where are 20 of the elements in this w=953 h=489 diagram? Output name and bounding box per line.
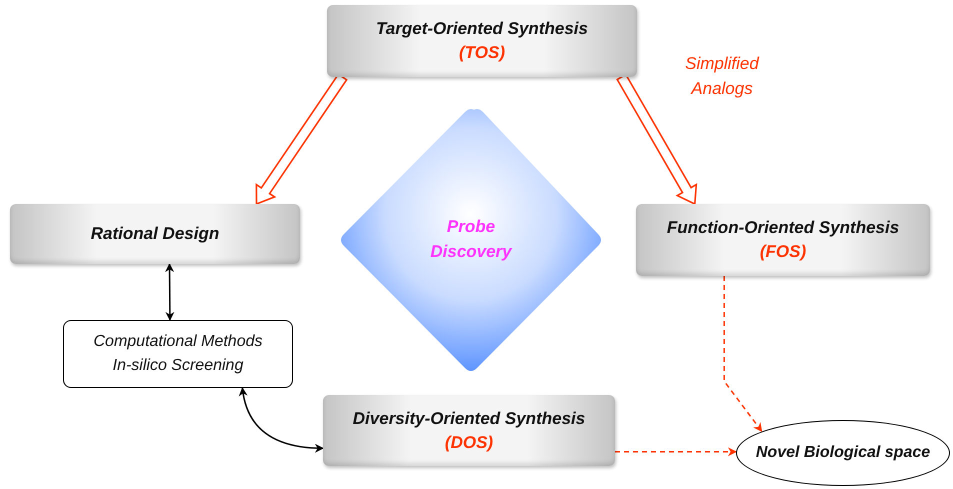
arrow: [615, 447, 737, 456]
process-box: [323, 395, 615, 466]
process-box: [327, 5, 637, 77]
decision-diamond: [338, 106, 604, 374]
abbreviation-label: (FOS): [760, 242, 806, 262]
diamond-text: Probe Discovery: [429, 216, 514, 263]
box-title: Diversity-Oriented Synthesis: [352, 408, 586, 428]
arrow: [239, 387, 324, 452]
process-box: [63, 320, 293, 388]
process-box: [636, 204, 930, 276]
abbreviation-label: (TOS): [459, 43, 505, 63]
box-title: Rational Design: [90, 224, 220, 244]
arrow: [165, 263, 174, 321]
box-text: Computational Methods In-silico Screening: [92, 332, 264, 376]
ellipse-text: Novel Biological space: [756, 444, 930, 462]
box-title: Function-Oriented Synthesis: [666, 218, 900, 238]
process-box: [10, 204, 300, 264]
abbreviation-label: (DOS): [444, 432, 494, 452]
box-title: Target-Oriented Synthesis: [376, 19, 588, 39]
arrow: [723, 276, 762, 432]
